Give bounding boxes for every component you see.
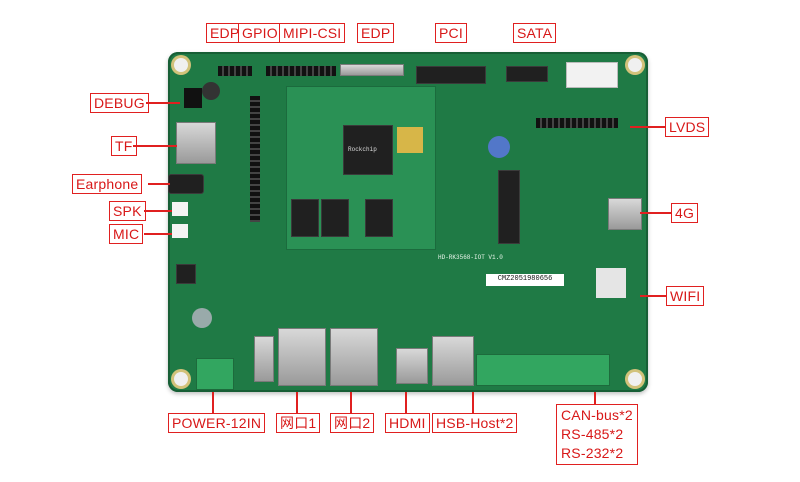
pointer-4g (640, 212, 671, 214)
board: Rockchip CMZ2051980656 HD-RK3568-IOT V1.… (168, 52, 648, 392)
mount-hole-top-left (174, 58, 188, 72)
ram-chip-2 (321, 199, 349, 237)
label-power: POWER-12IN (168, 413, 266, 433)
pointer-spk (144, 210, 172, 212)
pointer-wifi (640, 295, 666, 297)
edp-connector (340, 64, 404, 76)
ram-chip-3 (365, 199, 393, 237)
ethernet-port-1 (278, 328, 326, 386)
sim-card-slot (608, 198, 642, 230)
wifi-module (596, 268, 626, 298)
mount-hole-bottom-left (174, 372, 188, 386)
pointer-net1 (296, 392, 298, 413)
som-module: Rockchip (286, 86, 436, 250)
m2-slot (498, 170, 520, 244)
label-net1: 网口1 (276, 413, 321, 433)
power-terminal (196, 358, 234, 390)
lvds-header (536, 118, 618, 128)
label-gpio: GPIO (238, 23, 282, 43)
sata-connector (506, 66, 548, 82)
usb-host-ports (432, 336, 474, 386)
capacitor (192, 308, 212, 328)
pointer-usb-host (472, 392, 474, 413)
pointer-hdmi (405, 392, 407, 413)
pointer-earphone (148, 183, 170, 185)
label-mipi-csi: MIPI-CSI (279, 23, 346, 43)
pointer-debug (146, 102, 180, 104)
label-pci: PCI (435, 23, 467, 43)
label-tf: TF (111, 136, 137, 156)
pointer-tf (133, 145, 177, 147)
label-debug: DEBUG (90, 93, 149, 113)
board-model-silkscreen: HD-RK3568-IOT V1.0 (438, 254, 503, 261)
mic-connector (172, 224, 188, 238)
label-rs232: RS-232*2 (561, 445, 624, 461)
buzzer (202, 82, 220, 100)
ethernet-port-2 (330, 328, 378, 386)
edp-header (218, 66, 252, 76)
mipi-csi-header (266, 66, 336, 76)
usb-c-port (254, 336, 274, 382)
pointer-net2 (350, 392, 352, 413)
label-spk: SPK (109, 201, 146, 221)
label-sata: SATA (513, 23, 557, 43)
label-edp-top: EDP (357, 23, 395, 43)
mount-hole-bottom-right (628, 372, 642, 386)
molex-power-connector (566, 62, 618, 88)
label-earphone: Earphone (72, 174, 143, 194)
earphone-jack (168, 174, 204, 194)
label-net2: 网口2 (330, 413, 375, 433)
gpio-header (250, 96, 260, 222)
tf-card-slot (176, 122, 216, 164)
mount-hole-top-right (628, 58, 642, 72)
label-serial-stack: CAN-bus*2 RS-485*2 RS-232*2 (556, 404, 638, 465)
serial-sticker: CMZ2051980656 (486, 274, 564, 286)
label-usb-host: HSB-Host*2 (432, 413, 518, 433)
pointer-power (212, 392, 214, 413)
rtc-battery (488, 136, 510, 158)
ram-chip-1 (291, 199, 319, 237)
label-4g: 4G (671, 203, 699, 223)
terminal-block (476, 354, 610, 386)
spk-connector (172, 202, 188, 216)
debug-connector (184, 88, 202, 108)
hdmi-port (396, 348, 428, 384)
component-block (397, 127, 423, 153)
pointer-serial (594, 392, 596, 404)
label-wifi: WIFI (666, 286, 705, 306)
pointer-lvds (630, 126, 665, 128)
soc-brand: Rockchip (348, 146, 377, 153)
label-can-bus: CAN-bus*2 (561, 407, 633, 423)
pointer-mic (144, 233, 172, 235)
inductor (176, 264, 196, 284)
label-hdmi: HDMI (385, 413, 430, 433)
label-rs485: RS-485*2 (561, 426, 624, 442)
label-lvds: LVDS (665, 117, 710, 137)
label-mic: MIC (109, 224, 144, 244)
pci-slot (416, 66, 486, 84)
soc-chip: Rockchip (343, 125, 393, 175)
